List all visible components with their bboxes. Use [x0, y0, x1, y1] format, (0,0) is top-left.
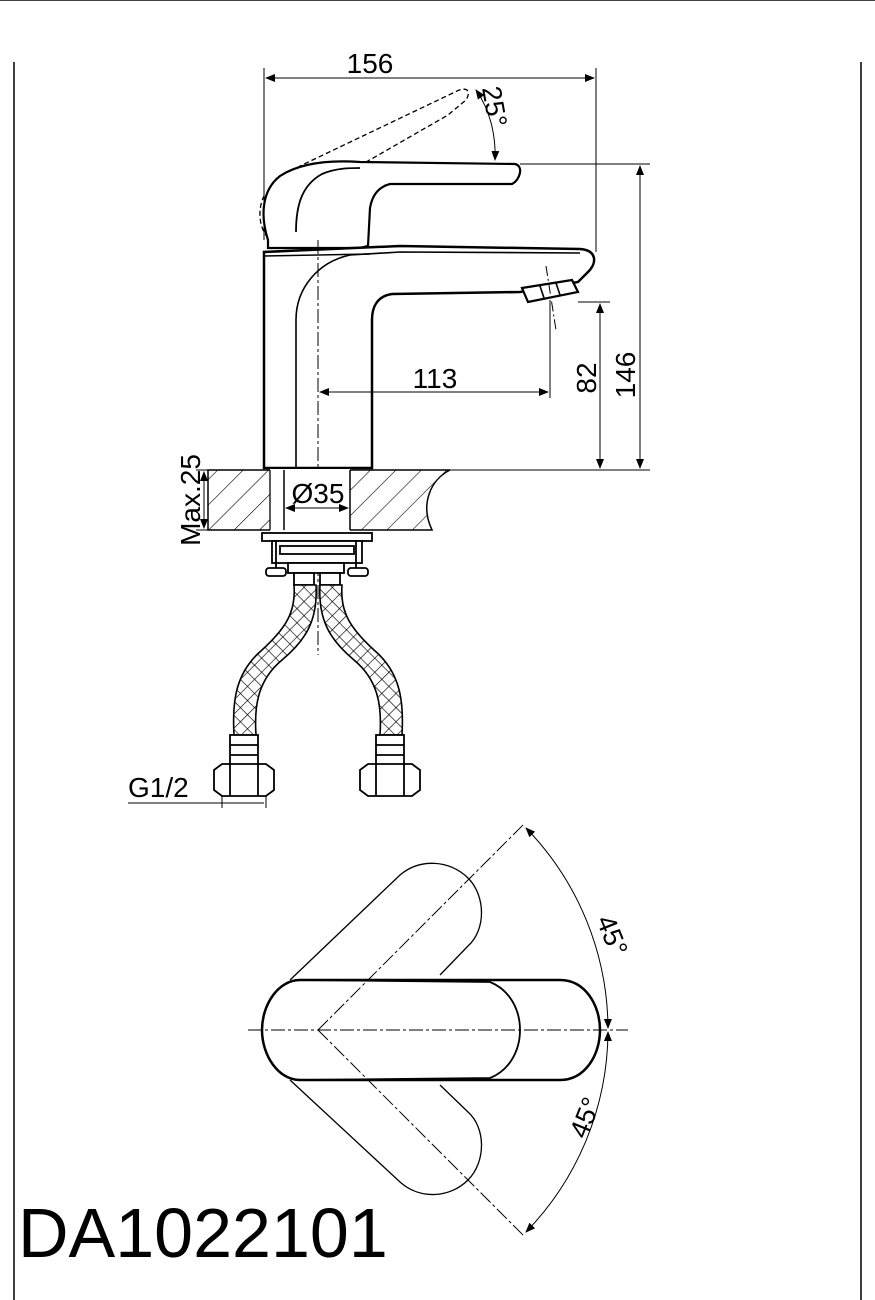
hose-left — [232, 584, 317, 736]
lever-inner-line — [295, 167, 361, 233]
top-view: 45° 45° — [248, 823, 634, 1237]
aerator — [520, 265, 580, 331]
dim-146-label: 146 — [610, 352, 641, 399]
lever-angle-label: 25° — [476, 84, 513, 129]
hose-right — [319, 584, 404, 736]
lever-handle — [262, 160, 522, 250]
dim-82-label: 82 — [571, 362, 602, 393]
arc-upper-45 — [525, 827, 612, 1029]
dim-thread-label: G1/2 — [128, 772, 189, 803]
mounting-hardware — [261, 532, 373, 586]
angle-upper-label: 45° — [590, 911, 633, 960]
dim-113-label: 113 — [413, 363, 458, 394]
dimension-lever-angle — [475, 89, 500, 161]
faucet-body — [262, 244, 596, 470]
top-diagonal-down — [317, 1029, 525, 1237]
top-diagonal-up — [317, 823, 525, 1031]
dimension-thread — [128, 796, 267, 808]
dim-max25-label: Max.25 — [175, 454, 206, 546]
angle-lower-label: 45° — [564, 1093, 607, 1142]
fitting-right — [359, 734, 421, 797]
dim-156-label: 156 — [347, 48, 394, 79]
dimension-max-deck — [196, 469, 210, 531]
fitting-left — [213, 734, 275, 797]
arc-lower-45 — [525, 1031, 612, 1233]
dim-d35-label: Ø35 — [292, 478, 345, 509]
body-top-line — [263, 253, 371, 257]
lever-raised-outline — [259, 88, 470, 241]
handle-rotated-up — [289, 862, 483, 981]
side-view: 156 25° 146 82 113 Ø35 — [128, 48, 650, 808]
model-code: DA1022101 — [18, 1194, 388, 1272]
dimension-width — [263, 68, 597, 252]
dimension-spout-height — [578, 301, 610, 469]
dimension-spout-reach — [319, 300, 551, 398]
dimension-total-height — [372, 163, 650, 471]
